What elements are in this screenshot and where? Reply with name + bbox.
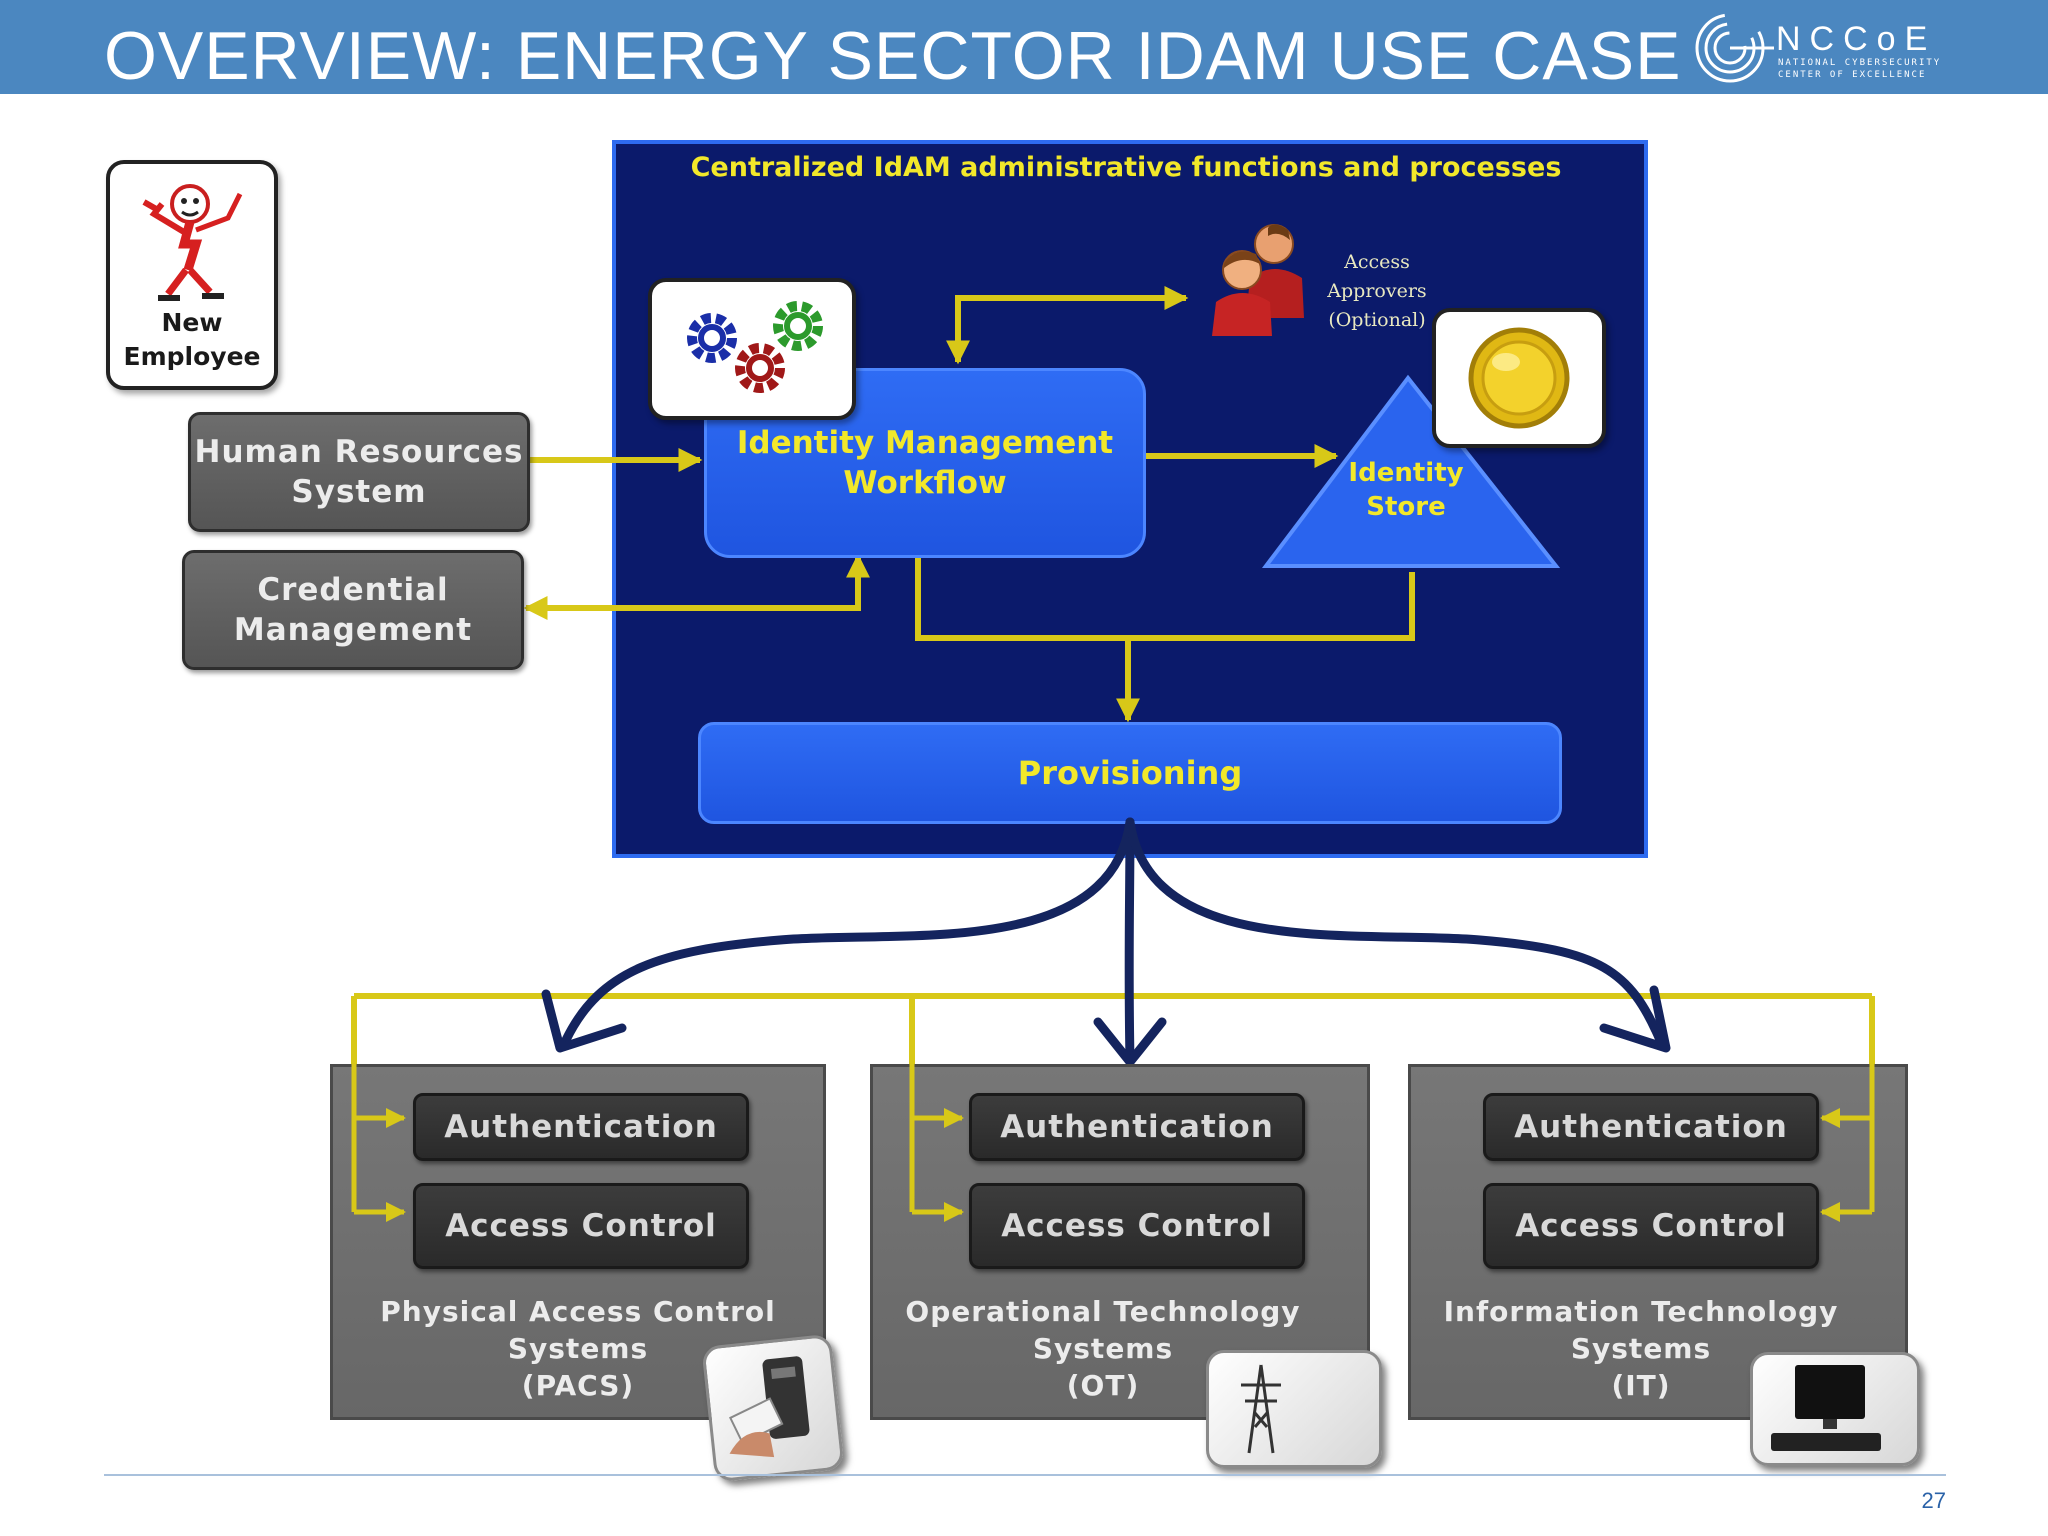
people-icon <box>1212 224 1304 336</box>
ot-access-control-box: Access Control <box>969 1183 1305 1269</box>
power-tower-icon <box>1241 1364 1281 1454</box>
logo-wordmark: NCCoE <box>1776 20 1937 58</box>
page-number: 27 <box>1921 1488 1946 1513</box>
identity-store-label: Identity Store <box>1348 458 1464 522</box>
slide-title: OVERVIEW: ENERGY SECTOR IDAM USE CASE <box>104 18 1682 94</box>
merge-line-inner <box>915 556 1415 641</box>
provisioning-to-it-arrow <box>1125 817 1665 1045</box>
ot-device-card <box>1206 1350 1382 1468</box>
mascot-icon <box>142 184 243 301</box>
credential-management-box: Credential Management <box>182 550 524 670</box>
pacs-panel: Authentication Access Control Physical A… <box>330 1064 826 1420</box>
pacs-arrowhead <box>541 989 627 1053</box>
new-employee-card: New Employee <box>106 160 278 390</box>
footer-rule <box>104 1474 1946 1476</box>
ot-authentication-box: Authentication <box>969 1093 1305 1161</box>
central-panel-title: Centralized IdAM administrative function… <box>690 152 1562 183</box>
hr-system-box: Human Resources System <box>188 412 530 532</box>
card-reader-icon <box>729 1356 810 1458</box>
credential-arrow-inner <box>612 553 870 611</box>
computer-icon <box>1771 1365 1881 1451</box>
it-access-control-box: Access Control <box>1483 1183 1819 1269</box>
it-device-card <box>1750 1352 1920 1466</box>
logo-line-2: CENTER OF EXCELLENCE <box>1778 70 1927 80</box>
it-authentication-box: Authentication <box>1483 1093 1819 1161</box>
approvers-arrow-inner <box>946 286 1189 365</box>
pacs-label: Physical Access Control Systems (PACS) <box>380 1295 776 1402</box>
it-label: Information Technology Systems (IT) <box>1443 1295 1839 1402</box>
coin-card <box>1432 308 1606 448</box>
logo-ring-icon <box>1695 13 1774 83</box>
gears-icon <box>687 301 823 393</box>
pacs-authentication-box: Authentication <box>413 1093 749 1161</box>
ot-panel: Authentication Access Control Operationa… <box>870 1064 1370 1420</box>
ot-arrowhead <box>1093 1017 1167 1067</box>
pacs-access-control-box: Access Control <box>413 1183 749 1269</box>
provisioning-to-pacs-arrow <box>561 817 1135 1045</box>
access-approvers-label: Access Approvers (Optional) <box>1327 251 1427 331</box>
provisioning-to-ot-arrow <box>1124 817 1135 1065</box>
ot-label: Operational Technology Systems (OT) <box>905 1295 1301 1402</box>
new-employee-label: New Employee <box>123 308 261 371</box>
coin-icon <box>1468 327 1570 429</box>
pacs-device-card <box>701 1333 845 1483</box>
identity-store-triangle <box>1261 374 1561 568</box>
it-arrowhead <box>1599 985 1671 1053</box>
logo-line-1: NATIONAL CYBERSECURITY <box>1778 58 1942 68</box>
nccoe-logo: NCCoE NATIONAL CYBERSECURITY CENTER OF E… <box>1690 8 1952 88</box>
gears-card <box>648 278 856 420</box>
